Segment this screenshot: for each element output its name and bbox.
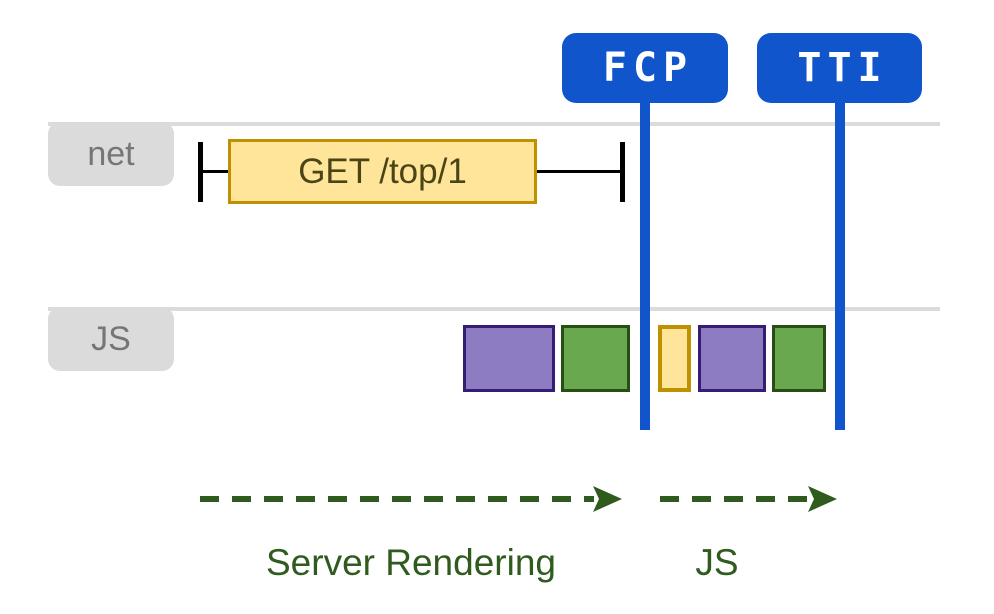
js-arrowhead-icon [808,486,837,512]
request-end-tick [620,142,625,202]
tti-badge: TTI [757,33,922,103]
fcp-badge: FCP [562,33,728,103]
net-track-line [48,122,940,126]
request-start-tick [198,142,203,202]
js-row-label: JS [48,307,174,371]
js-task-block [698,325,766,392]
js-task-block [658,325,691,392]
js-task-block [561,325,630,392]
js-task-block [772,325,826,392]
js-phase-label: JS [695,542,739,583]
network-request-box: GET /top/1 [228,139,537,204]
js-track-line [48,307,940,311]
fcp-marker-line [640,100,650,430]
server-rendering-phase-label: Server Rendering [266,542,556,583]
js-task-block [463,325,555,392]
net-row-label: net [48,122,174,186]
tti-marker-line [835,100,845,430]
server-rendering-arrowhead-icon [593,486,622,512]
